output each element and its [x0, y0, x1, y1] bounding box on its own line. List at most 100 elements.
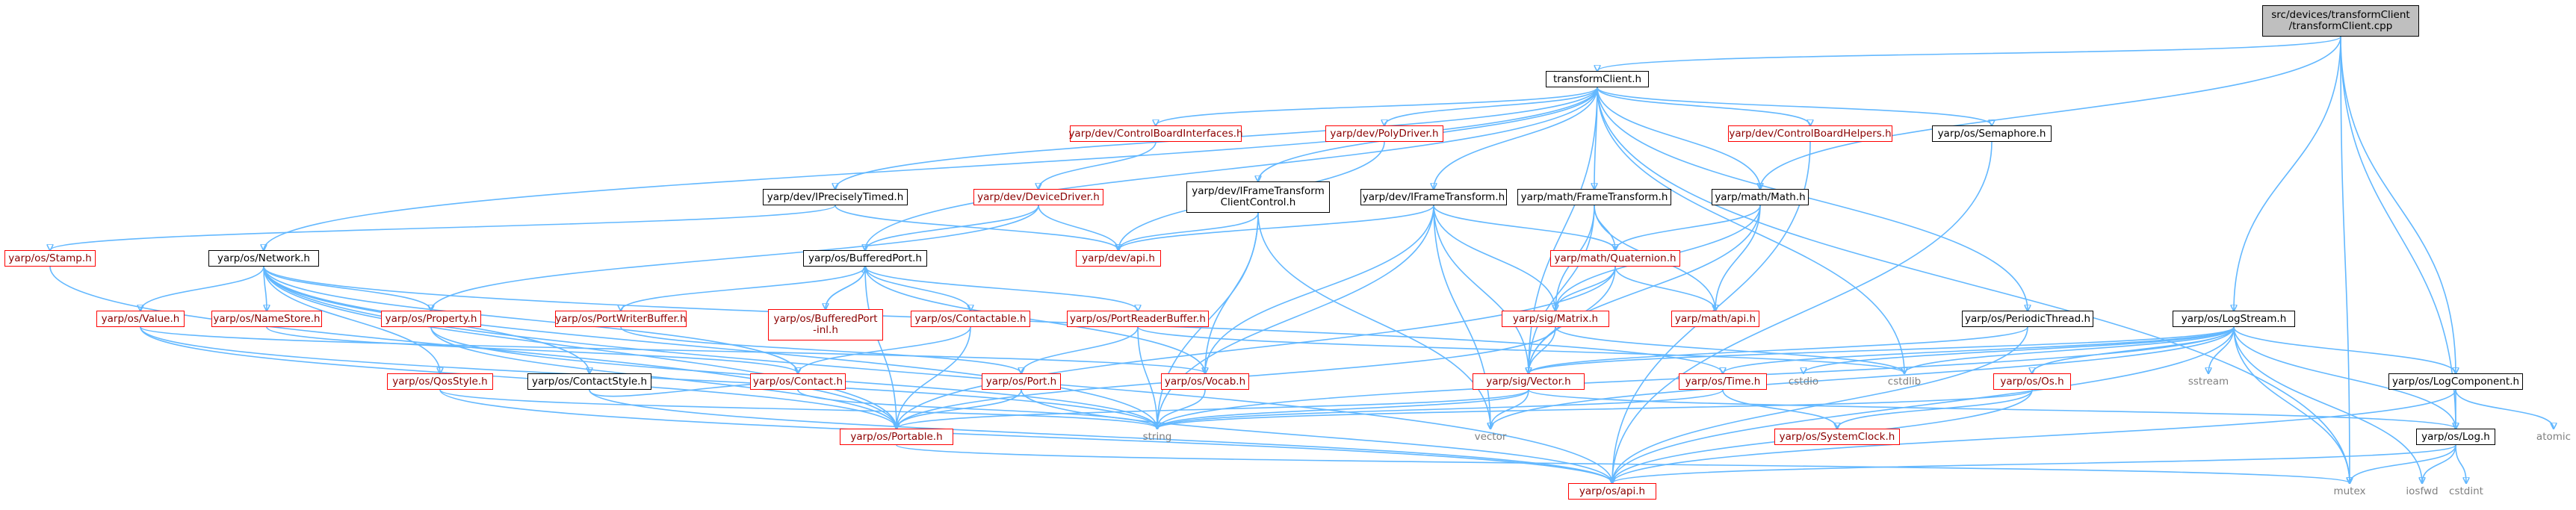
node-vector[interactable]: yarp/sig/Vector.h [1473, 373, 1585, 390]
node-pwb[interactable]: yarp/os/PortWriterBuffer.h [555, 311, 687, 327]
edge-ns-contact [266, 326, 798, 373]
node-os[interactable]: yarp/os/Os.h [1993, 373, 2071, 390]
edge-net-value [140, 266, 264, 311]
edge-ipt-devapi [835, 205, 1118, 250]
edge-mft-vector [1529, 205, 1595, 373]
node-mathapi[interactable]: yarp/math/api.h [1671, 311, 1759, 327]
node-iosfwd: iosfwd [2406, 485, 2439, 497]
edge-prb-cstdlib [1137, 326, 1904, 373]
node-ipt[interactable]: yarp/dev/IPreciselyTimed.h [763, 189, 908, 205]
edge-contb-contact [798, 326, 971, 373]
node-poly[interactable]: yarp/dev/PolyDriver.h [1325, 125, 1443, 142]
edge-root-log [2340, 36, 2456, 429]
edge-os-string [1157, 389, 2033, 429]
edge-vocab-string [1157, 389, 1206, 429]
node-vec: vector [1474, 430, 1507, 443]
edge-time-string [1157, 389, 1724, 429]
node-vocab[interactable]: yarp/os/Vocab.h [1161, 373, 1249, 390]
node-cbh[interactable]: yarp/dev/ControlBoardHelpers.h [1728, 125, 1892, 142]
edge-tc-pt [1597, 87, 2028, 311]
node-contb[interactable]: yarp/os/Contactable.h [911, 311, 1030, 327]
edge-ls-log [2233, 326, 2456, 429]
node-pt[interactable]: yarp/os/PeriodicThread.h [1962, 311, 2093, 327]
node-ns[interactable]: yarp/os/NameStore.h [211, 311, 322, 327]
edge-tc-net [264, 87, 1598, 250]
edge-ls-iosfwd [2233, 326, 2422, 483]
edge-log-cstdint [2455, 444, 2466, 483]
edge-bpinl-bp [825, 267, 865, 310]
node-contact[interactable]: yarp/os/Contact.h [750, 373, 846, 390]
edge-tc-mm [1597, 87, 1760, 189]
edge-vector-portable [897, 389, 1529, 429]
node-portable[interactable]: yarp/os/Portable.h [840, 429, 953, 445]
node-net[interactable]: yarp/os/Network.h [208, 250, 319, 267]
node-matrix[interactable]: yarp/sig/Matrix.h [1502, 311, 1609, 327]
edge-net-prop [263, 266, 431, 311]
node-quat[interactable]: yarp/math/Quaternion.h [1550, 250, 1680, 267]
node-cbi[interactable]: yarp/dev/ControlBoardInterfaces.h [1068, 125, 1243, 142]
node-cs[interactable]: yarp/os/ContactStyle.h [527, 373, 651, 390]
edge-root-lc [2340, 36, 2456, 373]
edge-root-mutex [2340, 36, 2350, 483]
node-devapi[interactable]: yarp/dev/api.h [1076, 250, 1161, 267]
edge-ls-cstdio [1803, 326, 2235, 373]
node-bp[interactable]: yarp/os/BufferedPort.h [803, 250, 927, 267]
edge-tc-ift [1434, 87, 1598, 189]
edge-time-sysclock [1722, 389, 1837, 429]
node-value[interactable]: yarp/os/Value.h [96, 311, 185, 327]
edge-prop-portable [430, 326, 897, 429]
edge-mm-quat [1615, 205, 1761, 250]
edge-tc-sem [1597, 87, 1992, 125]
node-stamp[interactable]: yarp/os/Stamp.h [4, 250, 96, 267]
edge-matrix-vector [1529, 326, 1556, 373]
node-iftcc[interactable]: yarp/dev/IFrameTransform ClientControl.h [1186, 181, 1330, 213]
node-ift[interactable]: yarp/dev/IFrameTransform.h [1360, 189, 1507, 205]
edge-prb-string [1137, 326, 1157, 429]
edge-pwb-port [620, 326, 1021, 373]
edge-cs-osapi [589, 389, 1612, 483]
edge-os-sysclock [1837, 389, 2033, 429]
edge-value-portable [140, 326, 897, 429]
node-tc[interactable]: transformClient.h [1546, 71, 1649, 87]
edge-log-iosfwd [2422, 444, 2456, 483]
edge-vector-log [1528, 389, 2456, 429]
node-sysclock[interactable]: yarp/os/SystemClock.h [1774, 429, 1900, 445]
edge-port-osapi [1021, 389, 1612, 483]
node-ls[interactable]: yarp/os/LogStream.h [2173, 311, 2295, 327]
edge-dd-bp [865, 205, 1039, 250]
edge-net-qos [263, 266, 440, 373]
node-prop[interactable]: yarp/os/Property.h [381, 311, 481, 327]
node-mft[interactable]: yarp/math/FrameTransform.h [1517, 189, 1671, 205]
edge-ift-devapi [1118, 205, 1434, 250]
edge-ift-vocab [1205, 205, 1434, 373]
edge-net-string [263, 266, 1157, 429]
node-dd[interactable]: yarp/dev/DeviceDriver.h [973, 189, 1103, 205]
edge-lc-osapi [1612, 389, 2456, 483]
edge-ls-time [1723, 326, 2235, 373]
node-sem[interactable]: yarp/os/Semaphore.h [1932, 125, 2052, 142]
edge-bp-vocab [864, 266, 1205, 373]
edge-port-portable [897, 389, 1022, 429]
node-mm[interactable]: yarp/math/Math.h [1712, 189, 1809, 205]
edge-ift-matrix [1433, 205, 1555, 311]
node-log[interactable]: yarp/os/Log.h [2416, 429, 2495, 445]
edge-bp-pwb [621, 266, 866, 311]
node-cstdlib: cstdlib [1887, 375, 1922, 388]
edge-value-vocab [140, 326, 1205, 373]
node-time[interactable]: yarp/os/Time.h [1679, 373, 1767, 390]
node-osapi[interactable]: yarp/os/api.h [1568, 483, 1656, 500]
edge-tc-cstdlib [1597, 87, 1904, 373]
edge-portable-mutex [896, 444, 2350, 483]
edge-iftcc-vec [1257, 212, 1490, 429]
edge-ls-vector [1529, 326, 2235, 373]
edge-quat-portable [897, 266, 1616, 429]
edge-mft-quat [1594, 205, 1615, 250]
node-port[interactable]: yarp/os/Port.h [982, 373, 1061, 390]
node-lc[interactable]: yarp/os/LogComponent.h [2388, 373, 2523, 390]
node-qos[interactable]: yarp/os/QosStyle.h [387, 373, 493, 390]
node-prb[interactable]: yarp/os/PortReaderBuffer.h [1067, 311, 1209, 327]
edge-matrix-cstdlib [1555, 326, 1904, 373]
node-bpinl[interactable]: yarp/os/BufferedPort -inl.h [768, 309, 883, 340]
edge-lc-atomic [2455, 389, 2554, 429]
